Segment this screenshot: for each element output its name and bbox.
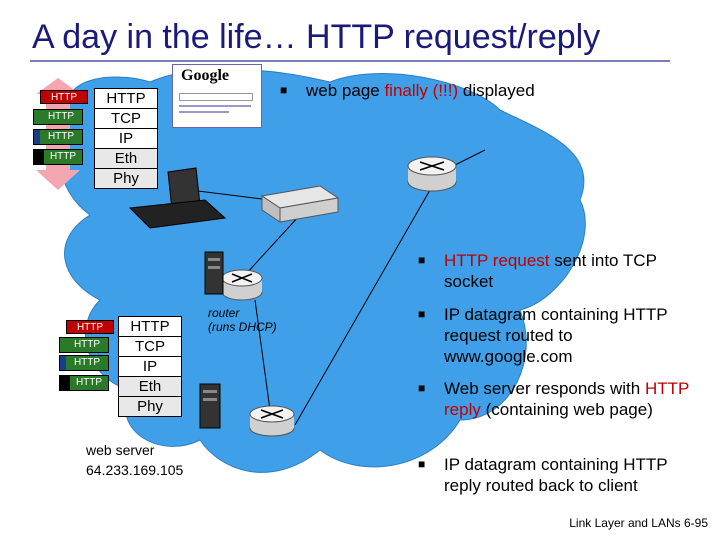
packet-eth: HTTP (33, 149, 83, 165)
link-router-router2 (254, 299, 271, 411)
bullet-http-request: ■ HTTP request sent into TCP socket (418, 251, 657, 291)
bullet-ip-request: ■ IP datagram containing HTTP request ro… (418, 305, 668, 366)
stack-layer-phy: Phy (94, 169, 158, 189)
stack-layer-ip: IP (94, 129, 158, 149)
router-icon-2 (249, 405, 295, 437)
slide-title: A day in the life… HTTP request/reply (32, 18, 601, 56)
stack-layer-http: HTTP (94, 88, 158, 109)
bullet-marker: ■ (418, 457, 426, 471)
packet-http: HTTP (40, 90, 88, 104)
server-protocol-stack: HTTP TCP IP Eth Phy (118, 316, 182, 417)
link-switch-router (244, 214, 301, 276)
web-server-caption: web server 64.233.169.105 (86, 440, 183, 480)
stack-layer-http: HTTP (118, 316, 182, 337)
bullet-ip-reply: ■ IP datagram containing HTTP reply rout… (418, 455, 668, 495)
router-icon-3 (407, 156, 457, 192)
stack-layer-tcp: TCP (94, 109, 158, 129)
packet-http: HTTP (66, 320, 114, 334)
bullet-http-reply: ■ Web server responds with HTTP reply (c… (418, 379, 690, 419)
stack-layer-eth: Eth (118, 377, 182, 397)
switch-icon (260, 185, 340, 223)
bullet-marker: ■ (280, 83, 288, 97)
bullet-marker: ■ (418, 307, 426, 321)
packet-tcp: HTTP (33, 109, 83, 125)
server-icon (204, 251, 224, 295)
packet-eth: HTTP (59, 375, 109, 391)
client-protocol-stack: HTTP TCP IP Eth Phy (94, 88, 158, 189)
router-label-line2: (runs DHCP) (208, 320, 277, 334)
router-label-line1: router (208, 306, 240, 320)
google-page-thumbnail: Google (172, 64, 262, 128)
stack-layer-eth: Eth (94, 149, 158, 169)
server-icon-web (199, 383, 221, 429)
packet-tcp: HTTP (59, 337, 109, 353)
laptop-icon (128, 167, 227, 229)
link-laptop-switch (189, 189, 271, 201)
router-label: router (runs DHCP) (208, 306, 277, 334)
stack-layer-ip: IP (118, 357, 182, 377)
stack-layer-tcp: TCP (118, 337, 182, 357)
link-remote-edge (454, 149, 486, 166)
bullet-page-displayed: ■ web page finally (!!!) displayed (280, 81, 535, 100)
web-server-ip: 64.233.169.105 (86, 462, 184, 478)
stack-layer-phy: Phy (118, 397, 182, 417)
bullet-marker: ■ (418, 381, 426, 395)
search-box (179, 93, 253, 101)
title-underline (30, 60, 670, 62)
google-logo: Google (181, 67, 229, 84)
packet-ip: HTTP (33, 129, 83, 145)
web-server-name: web server (86, 442, 155, 458)
slide-footer: Link Layer and LANs 6-95 (569, 516, 708, 530)
router-icon (221, 269, 263, 301)
link-router2-remote (294, 189, 431, 426)
bullet-marker: ■ (418, 253, 426, 267)
packet-ip: HTTP (59, 355, 109, 371)
